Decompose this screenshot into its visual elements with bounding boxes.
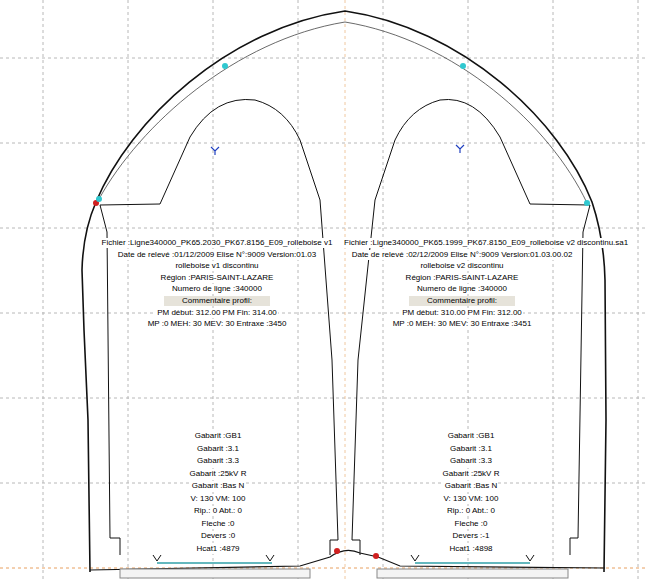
- profile-label: Fichier :Ligne340000_PK65.2030_PK67.8156…: [101, 238, 334, 248]
- profile-label: Devers :-1: [452, 531, 491, 541]
- profile-label: Fleche :0: [201, 519, 236, 529]
- axis-line: [345, 0, 346, 580]
- grid-line: [553, 0, 554, 580]
- profile-label: Date de relevé :01/12/2009 Elise N°:9009…: [117, 250, 317, 260]
- sleeper: [120, 569, 310, 578]
- tunnel-outline: [82, 11, 606, 572]
- red-point: [373, 553, 379, 559]
- profile-label: Gabarit :Bas N: [444, 481, 498, 491]
- profile-label: Gabarit :25kV R: [189, 469, 248, 479]
- gauge-outline: [100, 99, 338, 555]
- profile-label: MP :0 MEH: 30 MEV: 30 Entraxe :3451: [392, 319, 533, 329]
- grid-line: [383, 0, 384, 580]
- profile-label: Gabarit :3.1: [449, 444, 493, 454]
- rail-marker: [153, 555, 534, 561]
- profile-label: Rip.: 0 Abt.: 0: [193, 506, 243, 516]
- profile-label: Gabarit :Bas N: [191, 481, 245, 491]
- cyan-point: [222, 63, 228, 69]
- grid-line: [128, 0, 129, 580]
- profile-label: V: 130 VM: 100: [190, 494, 247, 504]
- profile-label: Hcat1 :4879: [195, 544, 240, 554]
- grid-line: [298, 0, 299, 580]
- profile-label: Gabarit :GB1: [194, 431, 243, 441]
- profile-label: Numero de ligne :340000: [171, 284, 263, 294]
- profile-label: Gabarit :3.3: [449, 456, 493, 466]
- profile-label: Fleche :0: [454, 519, 489, 529]
- profile-label: Commentaire profil:: [409, 296, 515, 306]
- red-point: [334, 548, 340, 554]
- profile-label: Gabarit :25kV R: [442, 469, 501, 479]
- profile-label: Gabarit :GB1: [447, 431, 496, 441]
- profile-label: Gabarit :3.1: [196, 444, 240, 454]
- grid-line: [638, 0, 639, 580]
- profile-label: Rip.: 0 Abt.: 0: [446, 506, 496, 516]
- cyan-point: [584, 200, 590, 206]
- grid-line: [0, 58, 647, 59]
- grid-line: [0, 313, 647, 314]
- grid-line: [0, 398, 647, 399]
- profile-label: Région :PARIS-SAINT-LAZARE: [405, 273, 520, 283]
- rail-line: [415, 562, 530, 564]
- profile-label: Fichier :Ligne340000_PK65.1999_PK67.8150…: [343, 238, 629, 248]
- profile-label: rolleboise v1 discontinu: [174, 261, 259, 271]
- profile-label: Date de relevé :02/12/2009 Elise N°:9009…: [351, 250, 574, 260]
- profile-label: MP :0 MEH: 30 MEV: 30 Entraxe :3450: [147, 319, 288, 329]
- sleeper: [377, 569, 568, 578]
- axis-marker: [456, 145, 464, 153]
- grid-line: [0, 143, 647, 144]
- axis-marker: [211, 147, 219, 155]
- profile-label: Devers :0: [200, 531, 236, 541]
- cyan-point: [96, 196, 102, 202]
- profile-label: rolleboise v2 discontinu: [419, 261, 504, 271]
- gauge-outline: [352, 99, 590, 555]
- profile-label: PM début: 310.00 PM Fin: 312.00: [401, 308, 523, 318]
- profile-label: Région :PARIS-SAINT-LAZARE: [160, 273, 275, 283]
- ground-profile: [90, 550, 605, 570]
- grid-line: [0, 228, 647, 229]
- profile-label: Numero de ligne :340000: [416, 284, 508, 294]
- profile-label: V: 130 VM: 100: [443, 494, 500, 504]
- grid-line: [0, 483, 647, 484]
- profile-label: Commentaire profil:: [164, 296, 270, 306]
- rail-line: [157, 562, 272, 564]
- profile-label: Hcat1 :4898: [448, 544, 493, 554]
- profile-label: Gabarit :3.3: [196, 456, 240, 466]
- profile-label: PM début: 312.00 PM Fin: 314.00: [156, 308, 278, 318]
- grid-line: [43, 0, 44, 580]
- cyan-point: [460, 63, 466, 69]
